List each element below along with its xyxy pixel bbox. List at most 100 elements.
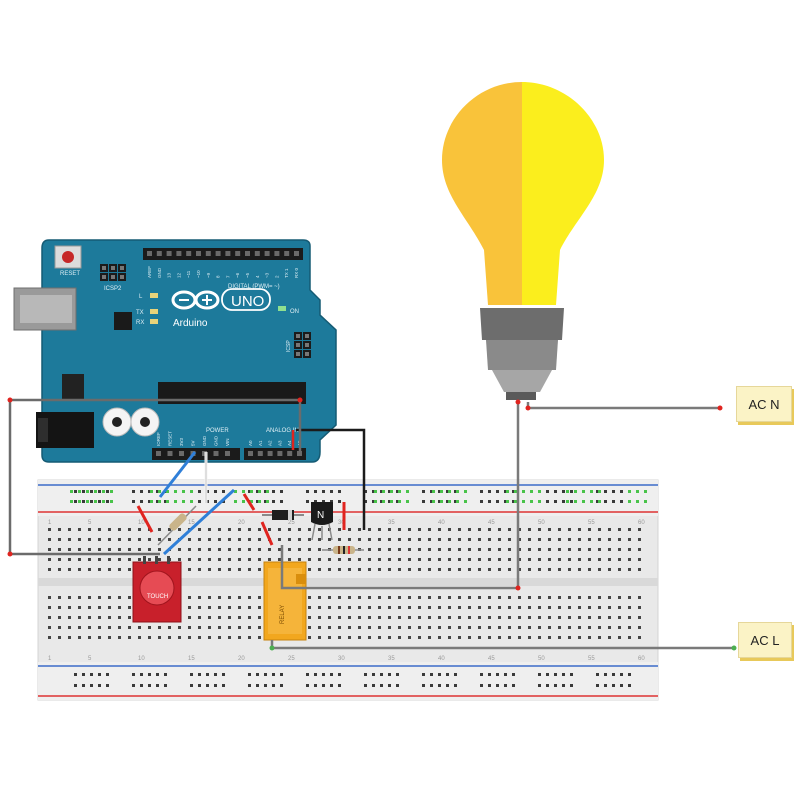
bulb-socket-bottom — [492, 370, 552, 392]
digital-pin — [176, 251, 182, 256]
grid-hole — [338, 538, 341, 541]
wire-blue-1 — [158, 451, 197, 498]
active-rail-hole — [182, 490, 185, 493]
grid-hole — [428, 636, 431, 639]
diode-band — [288, 510, 292, 520]
grid-hole — [418, 538, 421, 541]
resistor-base — [322, 546, 364, 554]
grid-hole — [278, 548, 281, 551]
grid-hole — [98, 596, 101, 599]
grid-hole — [478, 558, 481, 561]
grid-hole — [468, 596, 471, 599]
grid-hole — [438, 558, 441, 561]
grid-hole — [108, 626, 111, 629]
grid-hole — [208, 558, 211, 561]
active-rail-hole — [110, 490, 113, 493]
active-rail-hole — [628, 500, 631, 503]
power-pin — [167, 451, 173, 456]
grid-hole — [368, 528, 371, 531]
grid-hole — [448, 538, 451, 541]
rail-hole — [446, 673, 449, 676]
grid-hole — [318, 558, 321, 561]
active-rail-hole — [440, 490, 443, 493]
wire-end-bulb-2 — [525, 405, 531, 411]
grid-hole — [468, 568, 471, 571]
grid-hole — [558, 616, 561, 619]
grid-hole — [548, 568, 551, 571]
power-pin-label: IOREF — [156, 432, 161, 446]
rail-hole — [338, 684, 341, 687]
grid-hole — [48, 606, 51, 609]
touch-pin-3 — [167, 556, 170, 564]
digital-pin-label: 12 — [176, 272, 181, 278]
rail-hole — [604, 500, 607, 503]
wire-relay-bulb — [280, 402, 520, 590]
grid-hole — [288, 528, 291, 531]
grid-hole — [458, 568, 461, 571]
grid-hole — [158, 548, 161, 551]
grid-hole — [208, 636, 211, 639]
grid-hole — [638, 596, 641, 599]
grid-hole — [208, 596, 211, 599]
grid-hole — [198, 636, 201, 639]
active-rail-hole — [258, 500, 261, 503]
rail-hole — [422, 673, 425, 676]
rail-hole — [314, 684, 317, 687]
uno-badge — [221, 288, 271, 311]
grid-hole — [218, 538, 221, 541]
touch-pad[interactable] — [139, 570, 175, 606]
rail-hole — [132, 684, 135, 687]
grid-hole — [488, 548, 491, 551]
status-leds: L TX RX ON — [136, 293, 299, 326]
rail-hole — [604, 490, 607, 493]
active-rail-hole — [110, 500, 113, 503]
grid-hole — [508, 548, 511, 551]
rail-hole — [430, 673, 433, 676]
grid-hole — [458, 596, 461, 599]
grid-hole — [238, 626, 241, 629]
digital-pin — [196, 251, 201, 256]
ac-neutral-label: AC N — [748, 396, 780, 412]
grid-hole — [568, 626, 571, 629]
digital-pin — [156, 251, 162, 256]
grid-hole — [98, 626, 101, 629]
grid-hole — [488, 558, 491, 561]
grid-hole — [418, 626, 421, 629]
grid-hole — [418, 636, 421, 639]
rail-hole — [454, 500, 457, 503]
row-number-top: 55 — [588, 520, 595, 526]
row-number-bottom: 30 — [338, 656, 345, 662]
grid-hole — [58, 596, 61, 599]
wires — [7, 397, 737, 651]
grid-hole — [48, 596, 51, 599]
led-tx-label: TX — [136, 310, 144, 316]
active-rail-hole — [250, 490, 253, 493]
rail-hole — [198, 490, 201, 493]
grid-hole — [228, 558, 231, 561]
grid-hole — [338, 606, 341, 609]
grid-hole — [478, 528, 481, 531]
grid-hole — [458, 538, 461, 541]
grid-hole — [148, 558, 151, 561]
bulb-right-half — [522, 82, 604, 305]
reset-button-cap[interactable] — [62, 251, 74, 263]
grid-hole — [428, 528, 431, 531]
relay-module: RELAY — [263, 561, 307, 641]
grid-hole — [218, 528, 221, 531]
wire-gray-signal — [8, 398, 300, 556]
digital-pin-label: ~9 — [206, 272, 211, 278]
rail-hole — [554, 684, 557, 687]
voltage-regulator — [62, 374, 84, 400]
grid-hole — [248, 558, 251, 561]
grid-hole — [598, 616, 601, 619]
grid-hole — [178, 528, 181, 531]
header-pin-hole — [120, 266, 124, 270]
active-rail-hole — [86, 490, 89, 493]
active-rail-hole — [70, 490, 73, 493]
grid-hole — [388, 616, 391, 619]
grid-hole — [518, 596, 521, 599]
grid-hole — [308, 548, 311, 551]
active-rail-hole — [182, 500, 185, 503]
grid-hole — [58, 538, 61, 541]
grid-hole — [168, 538, 171, 541]
